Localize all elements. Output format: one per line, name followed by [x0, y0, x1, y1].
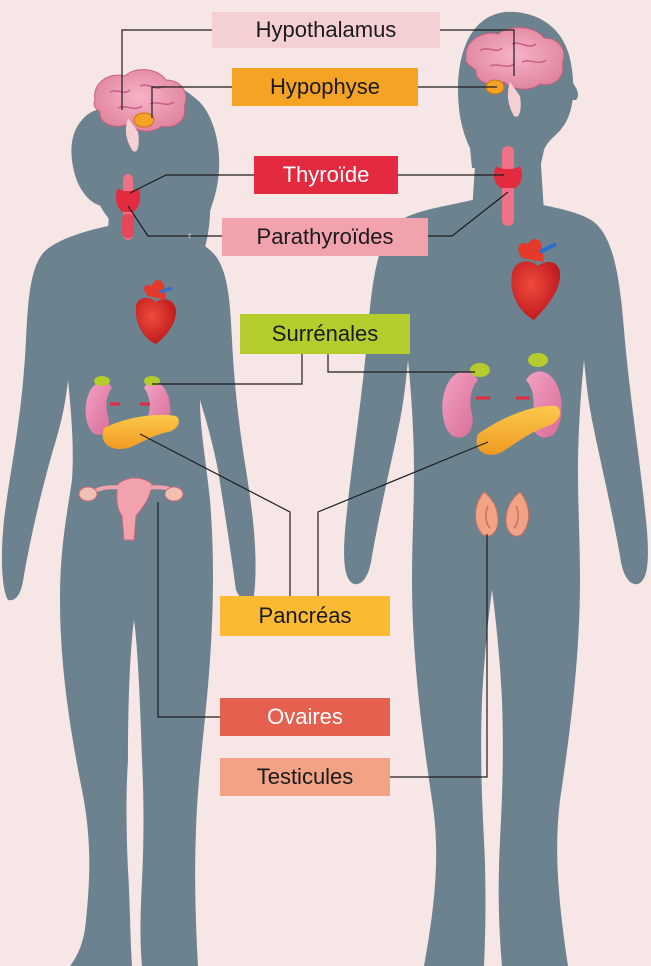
female-hypophyse — [134, 113, 154, 127]
label-pancreas: Pancréas — [220, 596, 390, 636]
label-parathyroides: Parathyroïdes — [222, 218, 428, 256]
label-surrenales: Surrénales — [240, 314, 410, 354]
label-thyroide: Thyroïde — [254, 156, 398, 194]
label-hypothalamus: Hypothalamus — [212, 12, 440, 48]
label-ovaires: Ovaires — [220, 698, 390, 736]
label-hypophyse: Hypophyse — [232, 68, 418, 106]
male-silhouette — [344, 12, 648, 966]
label-testicules: Testicules — [220, 758, 390, 796]
